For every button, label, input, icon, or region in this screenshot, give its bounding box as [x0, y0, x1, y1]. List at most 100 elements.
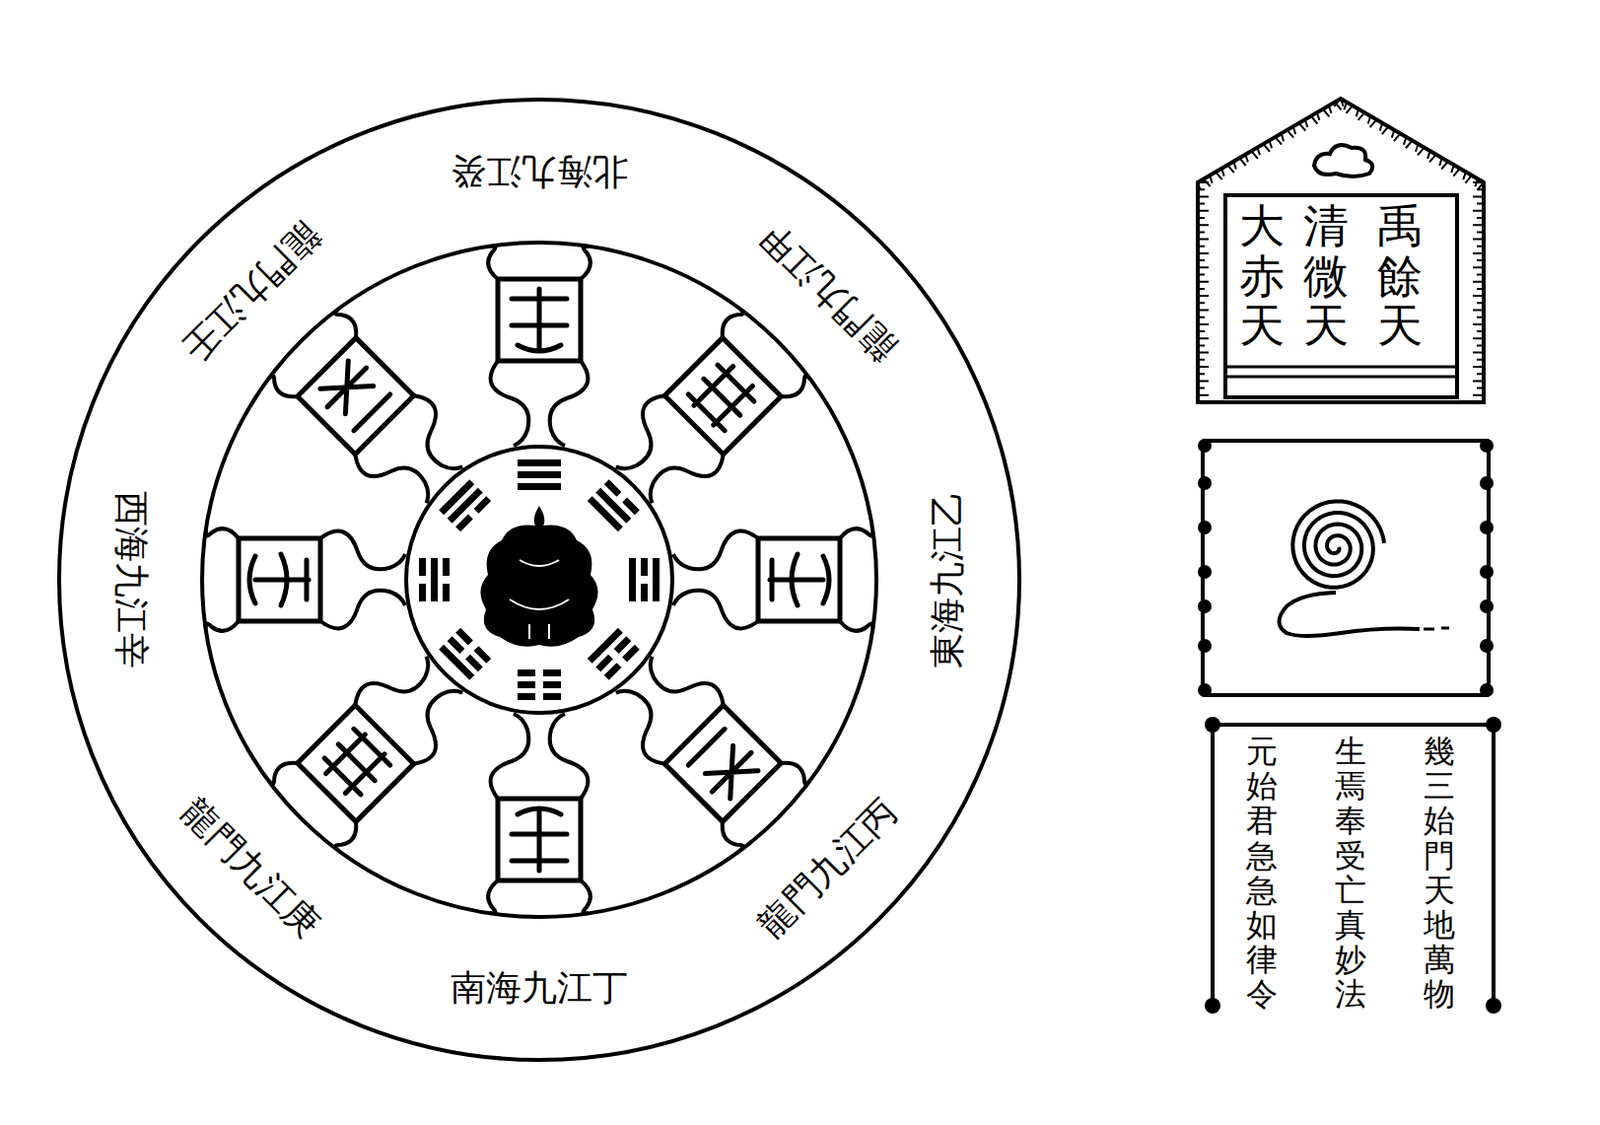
vertical-text: 生焉奉受亡真妙法: [1334, 734, 1367, 1013]
direction-label: 南海九江丁: [450, 969, 628, 1009]
seal-glyph: [206, 528, 406, 631]
seal-glyph: [673, 528, 873, 631]
border-dot: [1479, 476, 1494, 490]
vertical-text: 清微天: [1303, 202, 1349, 352]
spiral-tail: [1279, 592, 1421, 636]
yin-line: [543, 693, 561, 700]
direction-label: 龍門九江庚: [173, 792, 327, 946]
yang-line: [628, 557, 636, 602]
trigram: [587, 627, 640, 681]
seal-glyph: [267, 638, 481, 852]
seal-strokes: [769, 554, 830, 606]
yang-line: [517, 471, 561, 479]
seal-strokes: [317, 725, 393, 801]
seal-strokes: [314, 354, 392, 432]
border-dot: [1197, 438, 1212, 453]
seal-glyph: [598, 638, 812, 852]
hair-ticks: [1197, 98, 1484, 403]
seal-strokes: [685, 357, 761, 433]
border-dot: [1479, 520, 1494, 535]
house-outline: [1197, 98, 1484, 403]
deity-silhouette: [480, 505, 598, 647]
seal-flare: [490, 713, 589, 799]
cloud-mark: [1314, 144, 1373, 177]
yang-line: [517, 483, 561, 490]
seal-strokes: [687, 727, 765, 805]
yang-line: [652, 557, 660, 602]
incantation-frame: 幾三始門天地萬物生焉奉受亡真妙法元始君急急如律令: [1197, 714, 1509, 1026]
seal-frame: [297, 338, 415, 455]
yin-line: [442, 557, 450, 576]
yin-line: [418, 557, 426, 576]
trigram: [628, 557, 660, 602]
corner-dot: [1485, 716, 1502, 733]
seal-flare: [320, 531, 406, 629]
border-dot: [1479, 438, 1494, 453]
spiral-box: [1202, 440, 1489, 696]
yin-line: [455, 627, 474, 646]
seal-strokes: [511, 808, 567, 871]
direction-label: 龍門九江壬: [173, 213, 327, 367]
yin-line: [418, 583, 426, 602]
border-dot: [1197, 683, 1212, 697]
seal-curl: [715, 756, 812, 852]
border-dot: [1479, 683, 1494, 697]
yin-line: [517, 693, 536, 700]
seal-curl: [487, 246, 591, 279]
yang-line: [587, 495, 624, 532]
seal-flare: [599, 390, 729, 520]
spiral: [1292, 500, 1385, 587]
yang-line: [587, 627, 624, 664]
direction-label: 西海九江辛: [110, 490, 150, 669]
vertical-text: 禹餘天: [1377, 202, 1423, 352]
trigram: [517, 459, 561, 490]
yin-line: [640, 557, 648, 576]
border-dot: [1479, 564, 1494, 579]
seal-flare: [673, 531, 759, 629]
seal-curl: [206, 528, 239, 631]
seal-curl: [267, 756, 363, 852]
seal-frame: [297, 704, 415, 822]
yang-line: [517, 459, 561, 467]
seal-flare: [599, 639, 729, 769]
corner-dot: [1485, 997, 1502, 1014]
border-dot: [1197, 476, 1212, 490]
seal-glyph: [487, 713, 591, 913]
yin-line: [474, 645, 492, 664]
outer-ring: [59, 99, 1020, 1060]
trigram-ring: [406, 446, 673, 713]
seal-frame: [497, 798, 581, 881]
yang-line: [430, 557, 438, 602]
inner-frame: [1225, 195, 1458, 398]
trigram: [438, 627, 491, 681]
seal-flare: [349, 639, 480, 769]
trigram: [517, 669, 561, 700]
trigram: [418, 557, 450, 602]
yin-line: [517, 669, 536, 677]
corner-dot: [1204, 716, 1221, 733]
frame-rule: [1225, 366, 1458, 377]
yin-line: [474, 495, 492, 514]
seal-curl: [839, 528, 873, 631]
seal-flare: [490, 360, 589, 446]
house-talisman: 禹餘天清微天大赤天: [1187, 88, 1499, 415]
vertical-text: 幾三始門天地萬物: [1423, 734, 1456, 1013]
spiral-tail-dash: [1423, 627, 1450, 629]
seal-strokes: [511, 288, 567, 351]
trigram: [587, 479, 640, 532]
seal-frame: [758, 538, 840, 622]
seal-frame: [238, 538, 321, 622]
direction-label: 北海九江癸: [450, 150, 628, 191]
border-dot: [1479, 638, 1494, 653]
seal-curl: [267, 307, 363, 404]
border-dot: [1479, 599, 1494, 614]
seal-curl: [487, 880, 591, 913]
yin-line: [640, 583, 648, 602]
seal-strokes: [249, 554, 309, 606]
border-dot: [1197, 599, 1212, 614]
vertical-text: 大赤天: [1239, 202, 1285, 352]
seal-flare: [349, 390, 480, 520]
seal-frame: [664, 704, 781, 822]
